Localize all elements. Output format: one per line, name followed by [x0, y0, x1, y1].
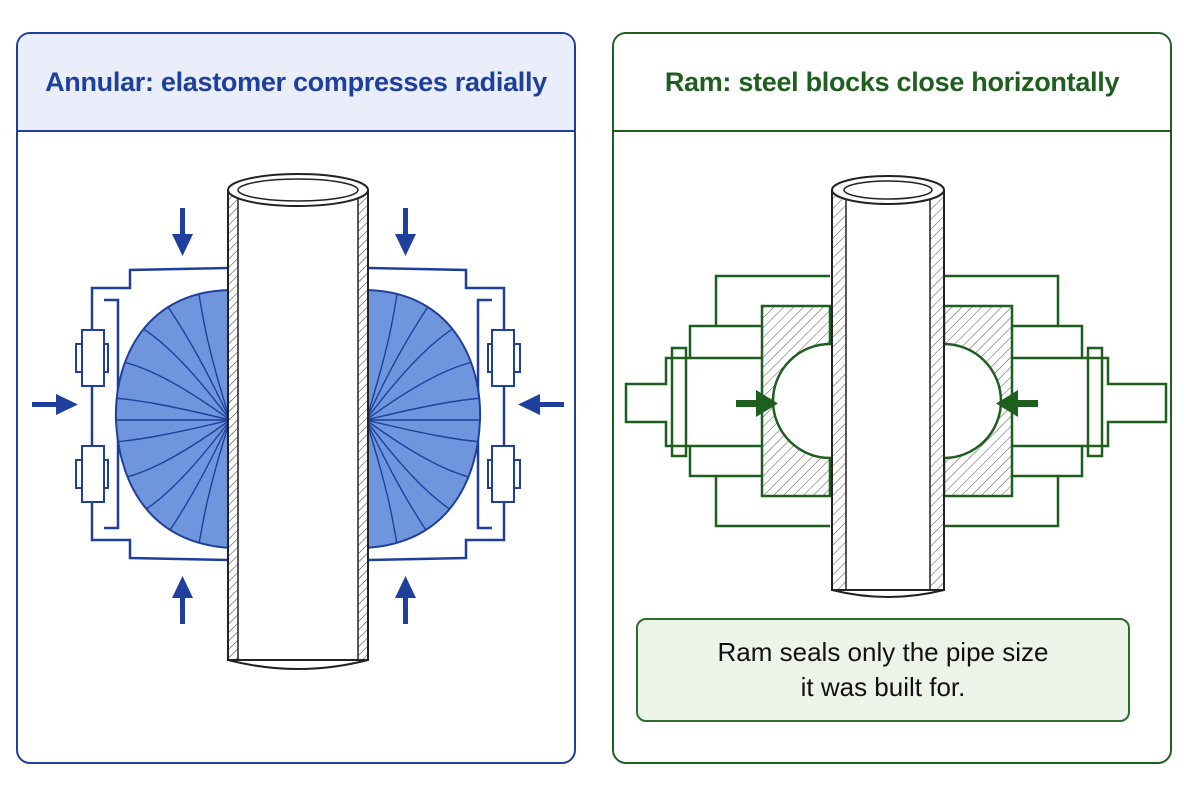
- ram-note: Ram seals only the pipe size it was buil…: [636, 618, 1130, 722]
- arrow-right-in: [32, 394, 78, 415]
- arrow-ram-left: [996, 390, 1038, 417]
- elastomer-left: [114, 288, 231, 550]
- arrow-ram-right: [736, 390, 778, 417]
- arrow-up-right: [395, 576, 416, 624]
- compression-arrows: [32, 208, 564, 624]
- arrow-up-left: [172, 576, 193, 624]
- annular-bolts: [75, 329, 521, 503]
- arrow-left-in: [518, 394, 564, 415]
- annular-title: Annular: elastomer compresses radially: [18, 34, 574, 132]
- annular-diagram: [32, 173, 564, 670]
- arrow-down-left: [172, 208, 193, 256]
- annular-panel: Annular: elastomer compresses radially: [16, 32, 576, 764]
- ram-body: [624, 274, 1168, 528]
- ram-title: Ram: steel blocks close horizontally: [614, 34, 1170, 132]
- arrow-down-right: [395, 208, 416, 256]
- elastomer-right: [365, 288, 482, 550]
- annular-pipe: [227, 173, 369, 670]
- ram-diagram: [624, 175, 1168, 598]
- ram-pipe: [831, 175, 945, 598]
- ram-panel: Ram: steel blocks close horizontally: [612, 32, 1172, 764]
- ram-arrows: [736, 390, 1038, 417]
